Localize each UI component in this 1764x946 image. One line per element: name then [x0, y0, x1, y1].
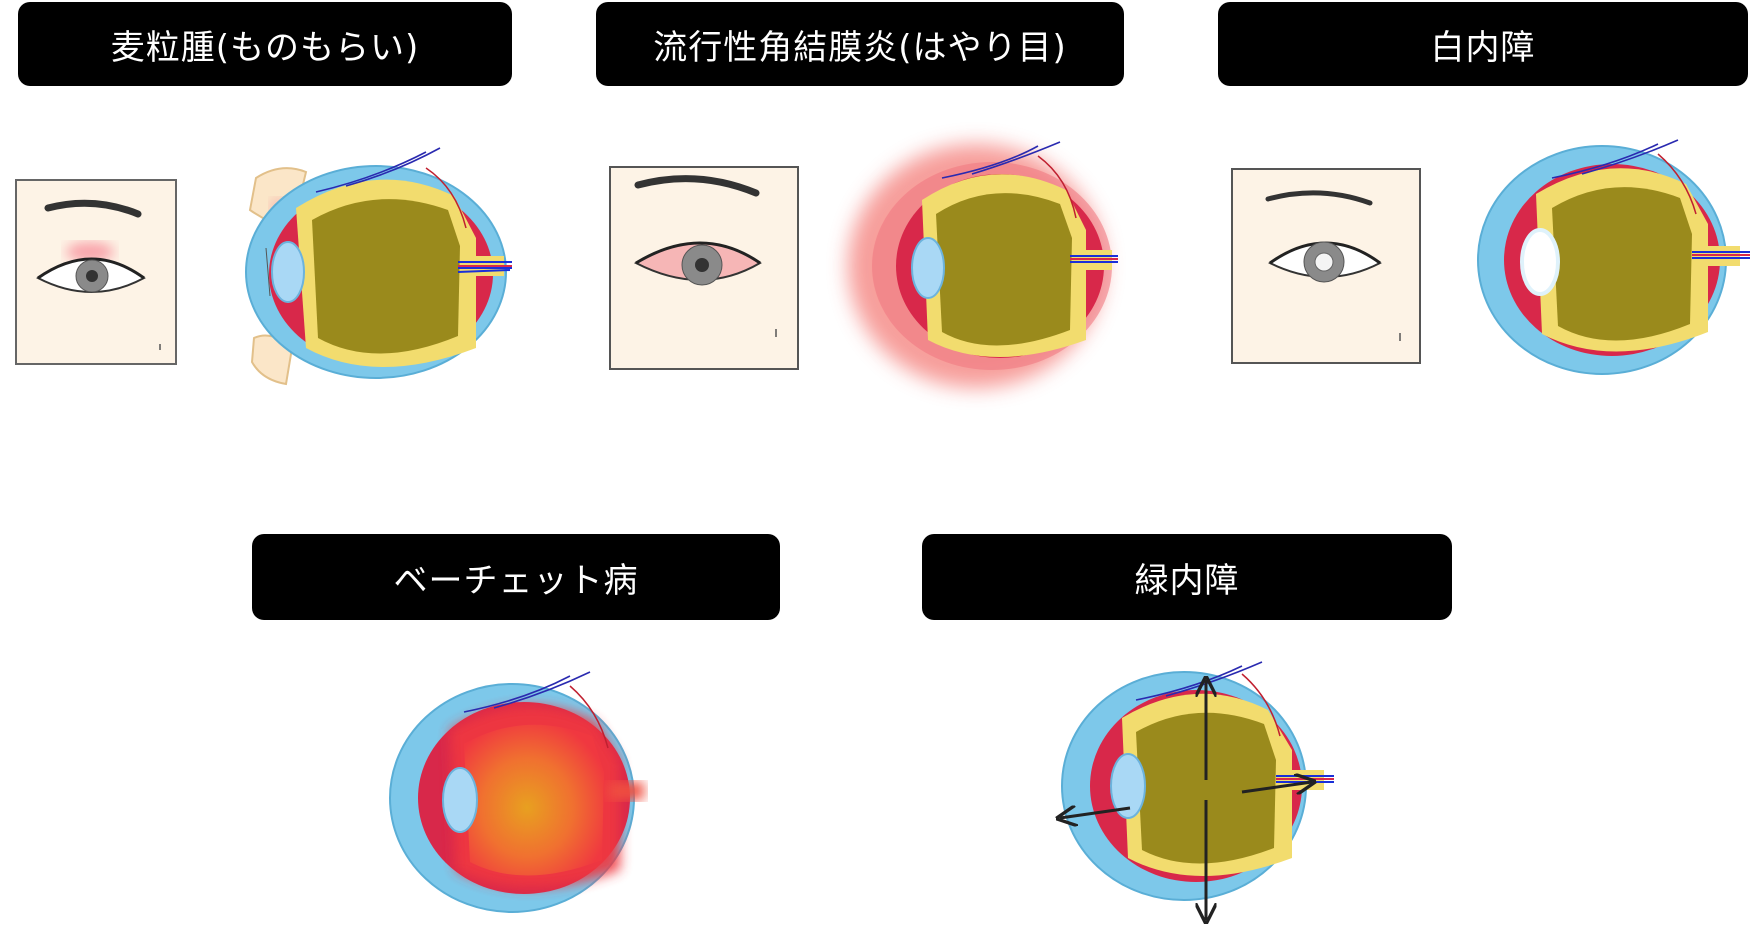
pressure-arrow-icon [1040, 660, 1340, 930]
eye-front-view-icon [15, 179, 177, 365]
eye-cross-section-icon [1061, 661, 1334, 901]
eye-cross-section-icon [1477, 139, 1750, 375]
title-glaucoma: 緑内障 [922, 534, 1452, 620]
eye-cross-section-icon [389, 671, 644, 913]
title-behcet: ベーチェット病 [252, 534, 780, 620]
title-conjunctivitis: 流行性角結膜炎(はやり目) [596, 2, 1124, 86]
title-cataract: 白内障 [1218, 2, 1748, 86]
eye-cross-section-icon [245, 147, 512, 386]
title-stye: 麦粒腫(ものもらい) [18, 2, 512, 86]
eye-front-view-icon [1231, 168, 1421, 364]
eye-cross-section-icon [848, 141, 1118, 388]
eye-front-view-icon [609, 166, 799, 370]
